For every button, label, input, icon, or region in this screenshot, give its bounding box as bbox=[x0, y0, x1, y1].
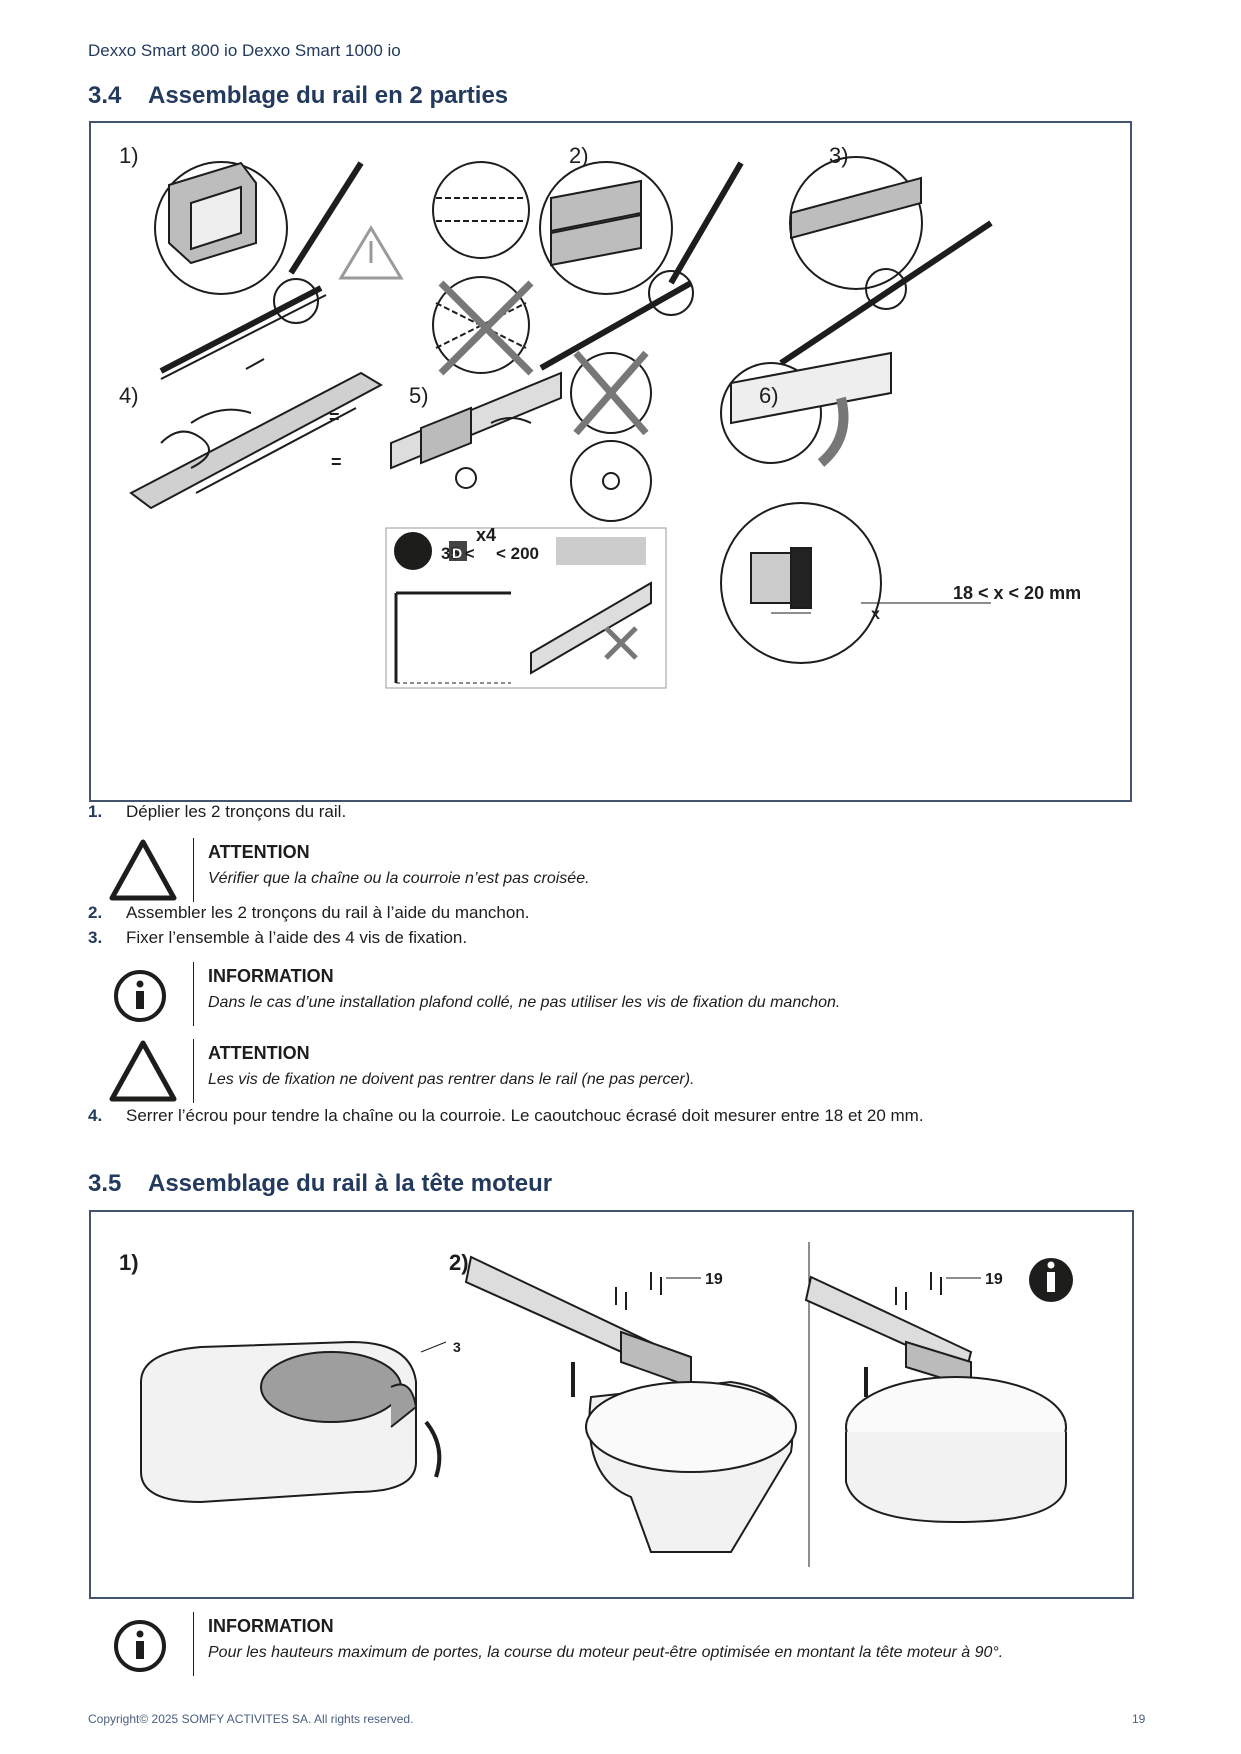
step-label-1: 1) bbox=[119, 1250, 139, 1275]
step-label-2: 2) bbox=[569, 143, 589, 168]
step-text: Déplier les 2 tronçons du rail. bbox=[126, 802, 347, 821]
callout-text: Pour les hauteurs maximum de portes, la … bbox=[208, 1644, 1004, 1661]
section-number: 3.5 bbox=[88, 1170, 122, 1197]
equal-mark-right: = bbox=[329, 407, 340, 427]
rail-assembly-illustration: 1) 2) 3) 4) 5) 6) = = x4 35 < D < 200 18… bbox=[119, 143, 1081, 689]
section-title: Assemblage du rail en 2 parties bbox=[148, 82, 509, 109]
callout-information-90deg: INFORMATION Pour les hauteurs maximum de… bbox=[108, 1612, 1108, 1682]
rubber-x-letter: x bbox=[871, 606, 880, 623]
step-2: 2. Assembler les 2 tronçons du rail à l’… bbox=[88, 903, 530, 923]
distance-max: < 200 bbox=[496, 544, 539, 563]
callout-information-glued: INFORMATION Dans le cas d’une installati… bbox=[108, 962, 1108, 1032]
step-number: 4. bbox=[88, 1106, 103, 1125]
detail-circle-rail-profile bbox=[154, 161, 288, 295]
equal-mark-left: = bbox=[331, 452, 342, 472]
info-circle-icon bbox=[114, 1620, 166, 1672]
step-label-1: 1) bbox=[119, 143, 139, 168]
step-4: 4. Serrer l’écrou pour tendre la chaîne … bbox=[88, 1106, 924, 1126]
step-text: Serrer l’écrou pour tendre la chaîne ou … bbox=[126, 1106, 924, 1125]
step-number: 2. bbox=[88, 903, 103, 922]
step-label-6: 6) bbox=[759, 383, 779, 408]
section-number: 3.4 bbox=[88, 82, 122, 109]
page-number: 19 bbox=[1132, 1712, 1146, 1726]
warning-triangle-icon bbox=[109, 839, 177, 901]
step-text: Fixer l’ensemble à l’aide des 4 vis de f… bbox=[126, 928, 468, 947]
callout-attention-chain: ATTENTION Vérifier que la chaîne ou la c… bbox=[108, 838, 1108, 908]
callout-title: INFORMATION bbox=[208, 1616, 334, 1636]
callout-title: INFORMATION bbox=[208, 966, 334, 986]
callout-text: Dans le cas d’une installation plafond c… bbox=[208, 994, 841, 1011]
screw-count: x4 bbox=[476, 525, 496, 545]
callout-title: ATTENTION bbox=[208, 842, 310, 862]
warning-triangle-icon bbox=[109, 1040, 177, 1102]
step-label-2: 2) bbox=[449, 1250, 469, 1275]
step-label-5: 5) bbox=[409, 383, 429, 408]
step-number: 1. bbox=[88, 802, 103, 821]
callout-text: Vérifier que la chaîne ou la courroie n’… bbox=[208, 870, 590, 887]
figure-motor-head-assembly: 1) 2) 3 19 19 bbox=[89, 1210, 1134, 1599]
step-1: 1. Déplier les 2 tronçons du rail. bbox=[88, 802, 346, 822]
step-label-4: 4) bbox=[119, 383, 139, 408]
detail-circle-chain-crossed bbox=[432, 276, 530, 374]
step-number: 3. bbox=[88, 928, 103, 947]
info-circle-icon bbox=[114, 970, 166, 1022]
step-text: Assembler les 2 tronçons du rail à l’aid… bbox=[126, 903, 530, 922]
distance-letter: D bbox=[452, 545, 462, 561]
detail-circle-rubber bbox=[720, 502, 882, 664]
section-3-5-heading: 3.5 Assemblage du rail à la tête moteur bbox=[88, 1170, 552, 1198]
rubber-range: 18 < x < 20 mm bbox=[953, 583, 1081, 603]
callout-attention-screws: ATTENTION Les vis de fixation ne doivent… bbox=[108, 1039, 1108, 1109]
copyright: Copyright© 2025 SOMFY ACTIVITES SA. All … bbox=[88, 1712, 414, 1726]
part-number-19a: 19 bbox=[705, 1271, 723, 1288]
section-title: Assemblage du rail à la tête moteur bbox=[148, 1170, 553, 1197]
step-3: 3. Fixer l’ensemble à l’aide des 4 vis d… bbox=[88, 928, 467, 948]
distance-min: 35 < bbox=[441, 544, 475, 563]
step-label-3: 3) bbox=[829, 143, 849, 168]
part-number-3: 3 bbox=[453, 1339, 461, 1355]
motor-head-illustration: 1) 2) 3 19 19 bbox=[119, 1242, 1073, 1567]
figure-rail-assembly: 1) 2) 3) 4) 5) 6) = = x4 35 < D < 200 18… bbox=[89, 121, 1132, 802]
callout-title: ATTENTION bbox=[208, 1043, 310, 1063]
document-title: Dexxo Smart 800 io Dexxo Smart 1000 io bbox=[88, 41, 401, 60]
part-number-19b: 19 bbox=[985, 1271, 1003, 1288]
detail-circle-chain-ok bbox=[432, 161, 530, 259]
section-3-4-heading: 3.4 Assemblage du rail en 2 parties bbox=[88, 82, 508, 110]
callout-text: Les vis de fixation ne doivent pas rentr… bbox=[208, 1071, 695, 1088]
